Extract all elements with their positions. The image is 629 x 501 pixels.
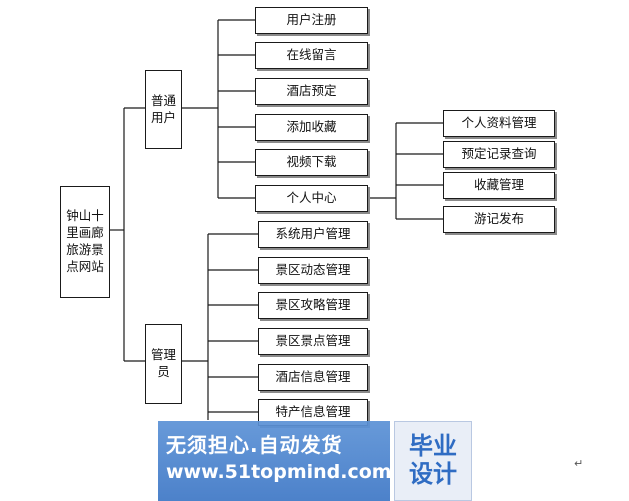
item-label: 系统用户管理 (275, 226, 351, 242)
personal-center-item: 游记发布 (443, 206, 555, 233)
personal-center-item: 预定记录查询 (443, 141, 555, 168)
personal-center-item: 个人资料管理 (443, 110, 555, 137)
admin-item: 景区景点管理 (258, 328, 368, 355)
watermark-badge: 毕业 设计 (394, 421, 472, 501)
branch-admin: 管理员 (145, 324, 182, 404)
item-label: 收藏管理 (473, 177, 524, 193)
item-label: 添加收藏 (286, 119, 337, 135)
watermark-background (158, 421, 390, 501)
watermark-url: www.51topmind.com (166, 461, 392, 483)
personal-center-item: 收藏管理 (443, 172, 555, 199)
item-label: 酒店信息管理 (275, 369, 351, 385)
branch-normal-user: 普通用户 (145, 70, 182, 149)
root-label: 钟山十里画廊旅游景点网站 (66, 208, 104, 274)
badge-text-top: 毕业 (409, 432, 457, 461)
item-label: 景区景点管理 (275, 333, 351, 349)
root-node: 钟山十里画廊旅游景点网站 (60, 186, 110, 298)
user-item: 在线留言 (255, 42, 368, 69)
watermark-slogan: 无须担心.自动发货 (166, 433, 343, 457)
user-item: 用户注册 (255, 7, 368, 34)
item-label: 预定记录查询 (461, 146, 537, 162)
item-label: 酒店预定 (286, 83, 337, 99)
user-item: 视频下载 (255, 149, 368, 176)
item-label: 用户注册 (286, 12, 337, 28)
item-label: 景区动态管理 (275, 262, 351, 278)
branch-label: 普通用户 (150, 92, 176, 125)
admin-item: 景区攻略管理 (258, 292, 368, 319)
user-item: 酒店预定 (255, 78, 368, 105)
item-label: 特产信息管理 (275, 404, 351, 420)
user-item-personal-center: 个人中心 (255, 185, 368, 212)
item-label: 个人资料管理 (461, 115, 537, 131)
item-label: 视频下载 (286, 154, 337, 170)
item-label: 个人中心 (286, 190, 337, 206)
watermark-banner: 无须担心.自动发货 www.51topmind.com 毕业 设计 (158, 421, 472, 501)
paragraph-mark: ↵ (574, 457, 584, 470)
item-label: 游记发布 (473, 211, 524, 227)
admin-item: 景区动态管理 (258, 257, 368, 284)
admin-item: 酒店信息管理 (258, 364, 368, 391)
user-item: 添加收藏 (255, 114, 368, 141)
badge-text-bottom: 设计 (409, 460, 457, 488)
item-label: 景区攻略管理 (275, 297, 351, 313)
admin-item: 系统用户管理 (258, 221, 368, 248)
item-label: 在线留言 (286, 47, 337, 63)
branch-label: 管理员 (150, 347, 176, 379)
